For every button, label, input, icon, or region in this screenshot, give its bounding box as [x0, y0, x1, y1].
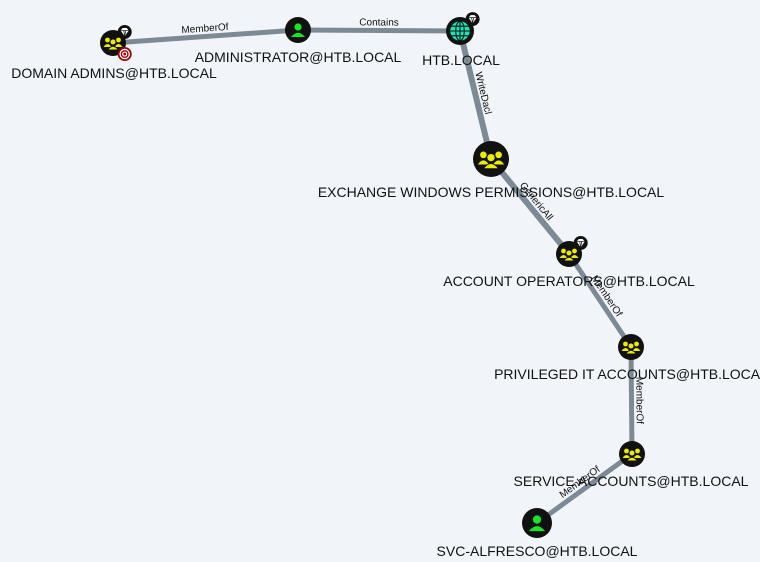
node-label: ACCOUNT OPERATORS@HTB.LOCAL — [443, 273, 695, 289]
group-icon — [103, 37, 123, 51]
node-label: SVC-ALFRESCO@HTB.LOCAL — [437, 543, 638, 559]
edge-label: MemberOf — [633, 377, 644, 425]
group-icon — [559, 248, 579, 262]
edge-label: MemberOf — [181, 22, 229, 36]
node-account-operators[interactable]: ACCOUNT OPERATORS@HTB.LOCAL — [443, 235, 695, 289]
edge-memberof[interactable]: MemberOf — [110, 22, 301, 46]
edge-line[interactable] — [628, 344, 635, 457]
node-htb-local[interactable]: HTB.LOCAL — [422, 12, 500, 68]
node-privileged-it-accounts[interactable]: PRIVILEGED IT ACCOUNTS@HTB.LOCAL — [494, 334, 760, 382]
edge-genericall[interactable]: GenericAll — [488, 156, 572, 257]
target-badge-icon — [117, 47, 132, 62]
edge-line[interactable] — [566, 251, 634, 350]
node-label: DOMAIN ADMINS@HTB.LOCAL — [11, 65, 217, 81]
node-label: HTB.LOCAL — [422, 52, 500, 68]
nodes-layer: DOMAIN ADMINS@HTB.LOCALADMINISTRATOR@HTB… — [11, 12, 760, 559]
edge-memberof[interactable]: MemberOf — [566, 251, 634, 350]
edge-line[interactable] — [110, 27, 301, 46]
edge-line[interactable] — [534, 451, 635, 526]
node-service-accounts[interactable]: SERVICE ACCOUNTS@HTB.LOCAL — [514, 441, 749, 489]
globe-icon — [450, 20, 470, 42]
edge-contains[interactable]: Contains — [295, 17, 463, 34]
edge-memberof[interactable]: MemberOf — [628, 344, 645, 457]
group-icon — [622, 448, 642, 462]
gem-badge-icon — [117, 24, 132, 39]
node-exchange-windows-permissions[interactable]: EXCHANGE WINDOWS PERMISSIONS@HTB.LOCAL — [318, 141, 665, 200]
node-svc-alfresco[interactable]: SVC-ALFRESCO@HTB.LOCAL — [437, 508, 638, 559]
group-icon — [477, 151, 505, 170]
edge-label: Contains — [359, 17, 399, 28]
edge-writedacl[interactable]: WriteDacl — [457, 28, 494, 162]
edge-line[interactable] — [295, 27, 463, 34]
edge-line[interactable] — [488, 156, 572, 257]
edge-line[interactable] — [457, 28, 494, 162]
user-icon — [291, 23, 305, 37]
user-icon — [528, 515, 546, 532]
node-domain-admins[interactable]: DOMAIN ADMINS@HTB.LOCAL — [11, 24, 217, 81]
gem-badge-icon — [465, 12, 480, 27]
node-label: EXCHANGE WINDOWS PERMISSIONS@HTB.LOCAL — [318, 184, 665, 200]
group-icon — [621, 341, 641, 355]
node-administrator[interactable]: ADMINISTRATOR@HTB.LOCAL — [195, 17, 402, 65]
node-label: PRIVILEGED IT ACCOUNTS@HTB.LOCAL — [494, 366, 760, 382]
node-label: SERVICE ACCOUNTS@HTB.LOCAL — [514, 473, 749, 489]
gem-badge-icon — [573, 235, 588, 250]
node-label: ADMINISTRATOR@HTB.LOCAL — [195, 49, 402, 65]
